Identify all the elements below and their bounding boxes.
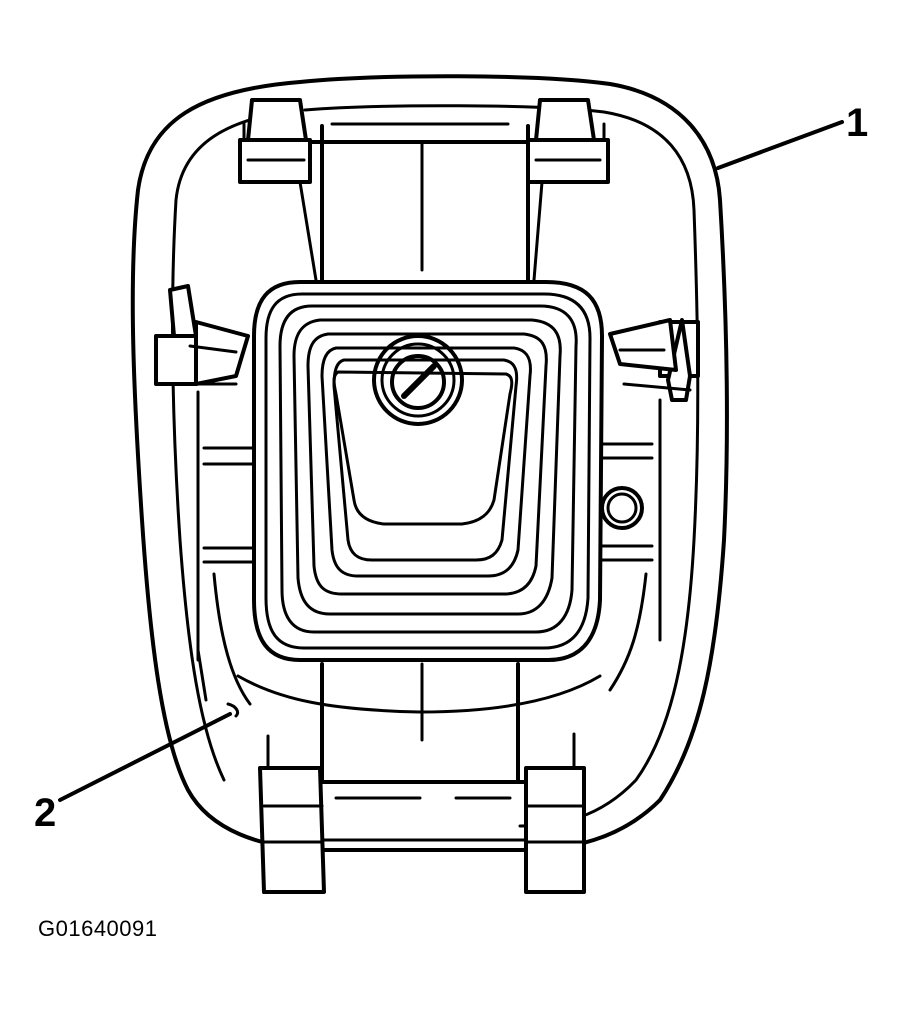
shift-lever-opening xyxy=(372,334,464,426)
right-side-latch xyxy=(608,318,700,642)
figure-id-label: G01640091 xyxy=(38,916,158,941)
mounting-hole xyxy=(600,486,644,530)
callout-label-1: 1 xyxy=(846,101,868,145)
upper-left-clip xyxy=(238,98,312,184)
lower-left-clip xyxy=(258,734,326,894)
leader-line-1 xyxy=(716,120,844,170)
lower-frame xyxy=(236,662,602,800)
leader-line-2 xyxy=(58,712,232,802)
left-side-latch xyxy=(154,284,250,662)
side-rails xyxy=(196,442,654,706)
lower-right-clip xyxy=(524,732,586,894)
retainer-hook xyxy=(226,702,240,718)
callout-2: 2 xyxy=(34,712,232,835)
upper-frame xyxy=(298,122,544,284)
shift-boot xyxy=(252,280,604,662)
callout-label-2: 2 xyxy=(34,791,56,835)
callout-1: 1 xyxy=(716,101,868,170)
